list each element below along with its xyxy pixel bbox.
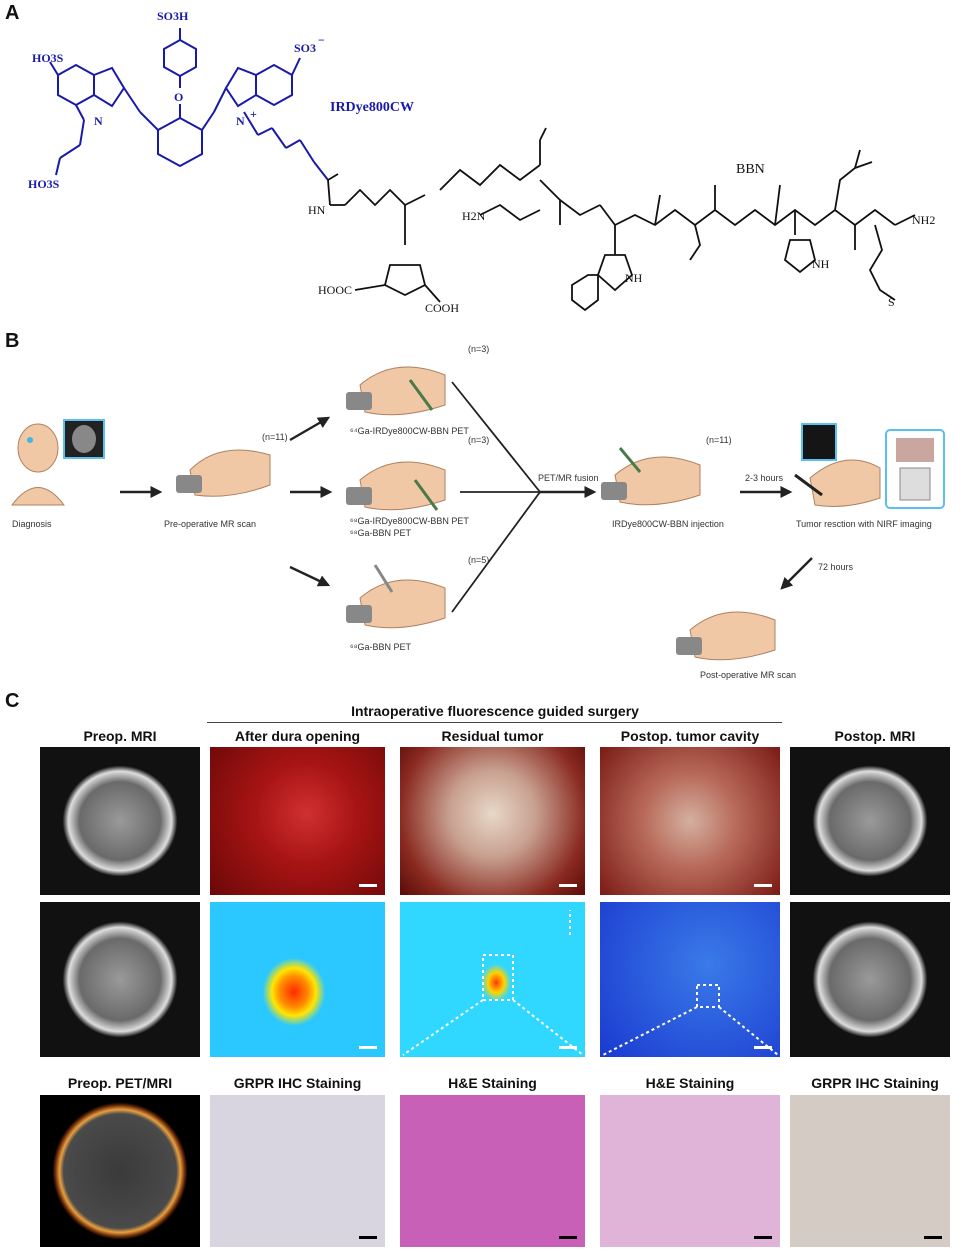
row3-header-1: Preop. PET/MRI <box>67 1075 173 1091</box>
converging-lines <box>451 381 541 613</box>
postop-patient-icon <box>676 611 776 661</box>
diagnosis-label: Diagnosis <box>12 519 52 529</box>
plus-charge: + <box>250 107 257 121</box>
dye-name-label: IRDye800CW <box>330 100 414 115</box>
postop-mri-image-2 <box>790 902 950 1057</box>
col-header-residual-tumor: Residual tumor <box>441 728 544 744</box>
methionine-sulfur: S <box>888 295 895 309</box>
residual-tumor-nirf <box>400 902 585 1057</box>
hooc-group: HOOC <box>318 283 352 297</box>
pet2-label-line2: ⁶⁸Ga-BBN PET <box>350 528 412 538</box>
pet-patient-icon-2 <box>346 461 446 511</box>
indole-nitrogen-left: N <box>94 114 103 128</box>
ether-oxygen: O <box>174 90 183 104</box>
arrow-to-pet1 <box>289 416 331 442</box>
nirf-image-thumbnail <box>801 423 837 461</box>
pet-patient-icon-3 <box>346 564 446 629</box>
after-dura-nirf <box>210 902 385 1057</box>
he-stain-image-2 <box>600 1095 780 1247</box>
so3h-group: SO3H <box>157 9 189 23</box>
peptide-name-label: BBN <box>736 162 765 177</box>
panel-label-c: C <box>5 690 20 712</box>
minus-charge: − <box>318 33 325 47</box>
pet1-n-label: (n=3) <box>468 344 489 354</box>
injection-n-label: (n=11) <box>706 435 732 445</box>
row3-header-3: H&E Staining <box>448 1075 537 1091</box>
amide-hn: HN <box>308 203 326 217</box>
pet2-label-line1: ⁶⁸Ga-IRDye800CW-BBN PET <box>350 516 469 526</box>
pet3-n-label: (n=5) <box>468 555 489 565</box>
imidazole-nh: NH <box>812 257 830 271</box>
postop-mr-label: Post-operative MR scan <box>700 670 796 680</box>
resection-patient-icon <box>794 459 881 507</box>
injection-label: IRDye800CW-BBN injection <box>612 519 724 529</box>
terminal-nh2: NH2 <box>912 213 935 227</box>
ho3s-group-chain: HO3S <box>28 177 60 191</box>
col-header-postop-mri: Postop. MRI <box>834 728 916 744</box>
hours-2-3-label: 2-3 hours <box>745 473 784 483</box>
residual-tumor-photo <box>400 747 585 895</box>
preop-mri-image-2 <box>40 902 200 1057</box>
pet1-label: ⁶⁴Ga-IRDye800CW-BBN PET <box>350 426 469 436</box>
cooh-group: COOH <box>425 301 459 315</box>
group-title-underline <box>207 722 782 723</box>
arrow-to-pet3 <box>289 565 331 587</box>
grpr-ihc-image-1 <box>210 1095 385 1247</box>
tumor-cavity-nirf <box>600 902 780 1057</box>
preop-pet-mri-image <box>40 1095 200 1247</box>
ho3s-group-left: HO3S <box>32 51 64 65</box>
pet-patient-icon-1 <box>346 366 446 416</box>
injection-patient-icon <box>601 447 701 506</box>
hours-72-label: 72 hours <box>818 562 854 572</box>
preop-mri-image-1 <box>40 747 200 895</box>
col-header-tumor-cavity: Postop. tumor cavity <box>620 728 760 744</box>
chemical-structure: SO3H HO3S SO3 − O N N + HO3S IRDye800CW … <box>28 9 935 315</box>
indole-nitrogen-right: N <box>236 114 245 128</box>
indole-nh: NH <box>625 271 643 285</box>
arrow-resection-to-postop <box>780 557 813 590</box>
grpr-ihc-image-2 <box>790 1095 950 1247</box>
preop-patient-icon <box>176 449 271 497</box>
row3-header-2: GRPR IHC Staining <box>233 1075 362 1091</box>
pet2-n-label: (n=3) <box>468 435 489 445</box>
pet3-label: ⁶⁸Ga-BBN PET <box>350 642 412 652</box>
bbn-peptide-structure <box>327 127 916 312</box>
so3-minus-group: SO3 <box>294 41 316 55</box>
col-header-preop-mri: Preop. MRI <box>83 728 157 744</box>
after-dura-photo <box>210 747 385 895</box>
panel-label-a: A <box>5 2 20 24</box>
panel-label-b: B <box>5 330 20 352</box>
irdye800cw-structure <box>49 28 329 181</box>
postop-mri-image-1 <box>790 747 950 895</box>
he-stain-image-1 <box>400 1095 585 1247</box>
intraop-group-title: Intraoperative fluorescence guided surge… <box>351 703 639 719</box>
row3-header-4: H&E Staining <box>645 1075 735 1091</box>
glutamine-h2n: H2N <box>462 209 486 223</box>
workflow-diagram: Diagnosis Pre-operative MR scan (n=11) ⁶… <box>11 344 945 680</box>
fusion-label: PET/MR fusion <box>538 473 599 483</box>
diagnosis-patient-icon <box>11 423 65 506</box>
row3-header-5: GRPR IHC Staining <box>811 1075 939 1091</box>
preop-n-label: (n=11) <box>262 432 288 442</box>
resection-label: Tumor resction with NIRF imaging <box>796 519 932 529</box>
preop-mr-label: Pre-operative MR scan <box>164 519 256 529</box>
col-header-after-dura: After dura opening <box>234 728 361 744</box>
tumor-cavity-photo <box>600 747 780 895</box>
